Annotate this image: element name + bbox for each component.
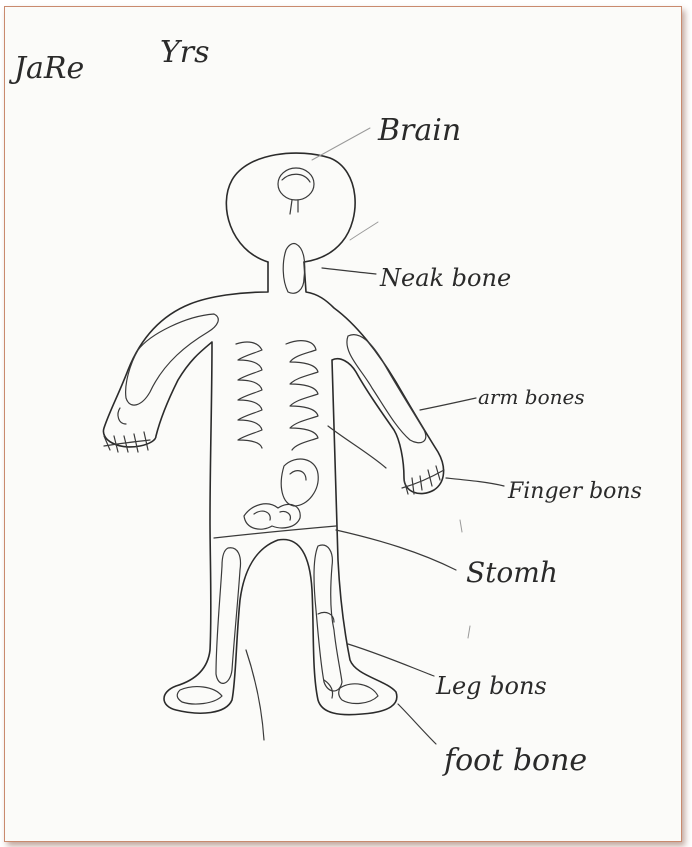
right-ribs (286, 341, 318, 450)
right-arm-bone (347, 335, 426, 443)
stomach-pointer (336, 530, 456, 570)
stomach-drawing (244, 459, 318, 529)
neck-bone-drawing (283, 243, 305, 293)
left-leg-bone (216, 548, 241, 684)
right-foot-bone (324, 680, 378, 703)
label-foot-bone: foot bone (442, 743, 587, 778)
student-name: JaRe (8, 51, 84, 86)
neck-pointer (322, 268, 376, 274)
left-arm-bone (118, 314, 218, 424)
pointer-lines (312, 128, 504, 744)
leg-sketch-line (246, 650, 264, 740)
brain-pointer (312, 128, 370, 160)
rib-pointer (328, 426, 386, 468)
student-age: Yrs (160, 35, 210, 70)
arm-pointer (420, 398, 476, 410)
label-arm-bones: arm bones (478, 385, 585, 409)
brain-drawing (278, 168, 314, 214)
left-foot-bone (177, 687, 222, 704)
foot-pointer (398, 704, 436, 744)
label-neck-bone: Neak bone (379, 264, 511, 292)
finger-pointer (446, 478, 504, 486)
body-outline (103, 153, 443, 715)
label-finger-bones: Finger bons (507, 479, 642, 504)
left-ribs (236, 342, 262, 448)
label-leg-bones: Leg bons (435, 672, 547, 700)
label-stomach: Stomh (466, 556, 558, 589)
label-brain: Brain (377, 113, 461, 148)
